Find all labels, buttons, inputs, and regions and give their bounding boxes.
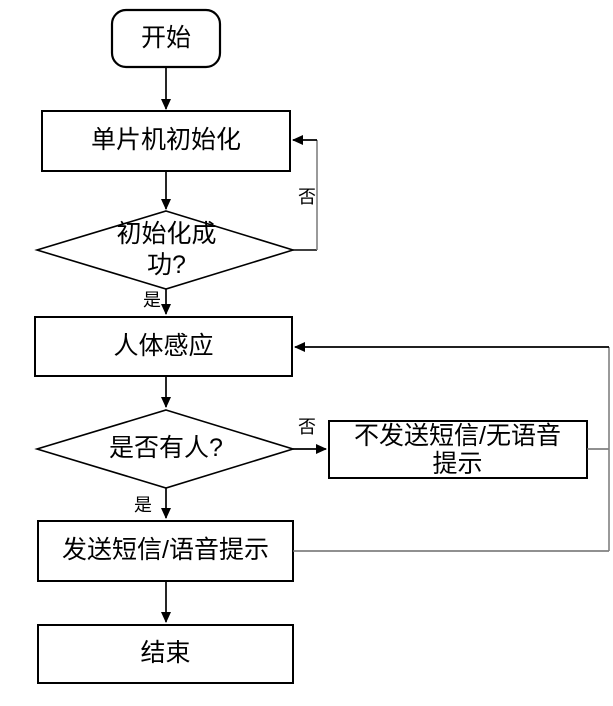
no-send-node-shape [328, 420, 588, 479]
send-node-shape [37, 520, 294, 582]
end-node-shape [37, 624, 294, 684]
person-check-decision-shape [34, 409, 296, 489]
mcu-init-node-shape [41, 110, 291, 172]
human-sense-node-shape [34, 316, 293, 377]
init-success-decision-shape [34, 210, 296, 290]
start-node-shape [110, 8, 222, 69]
